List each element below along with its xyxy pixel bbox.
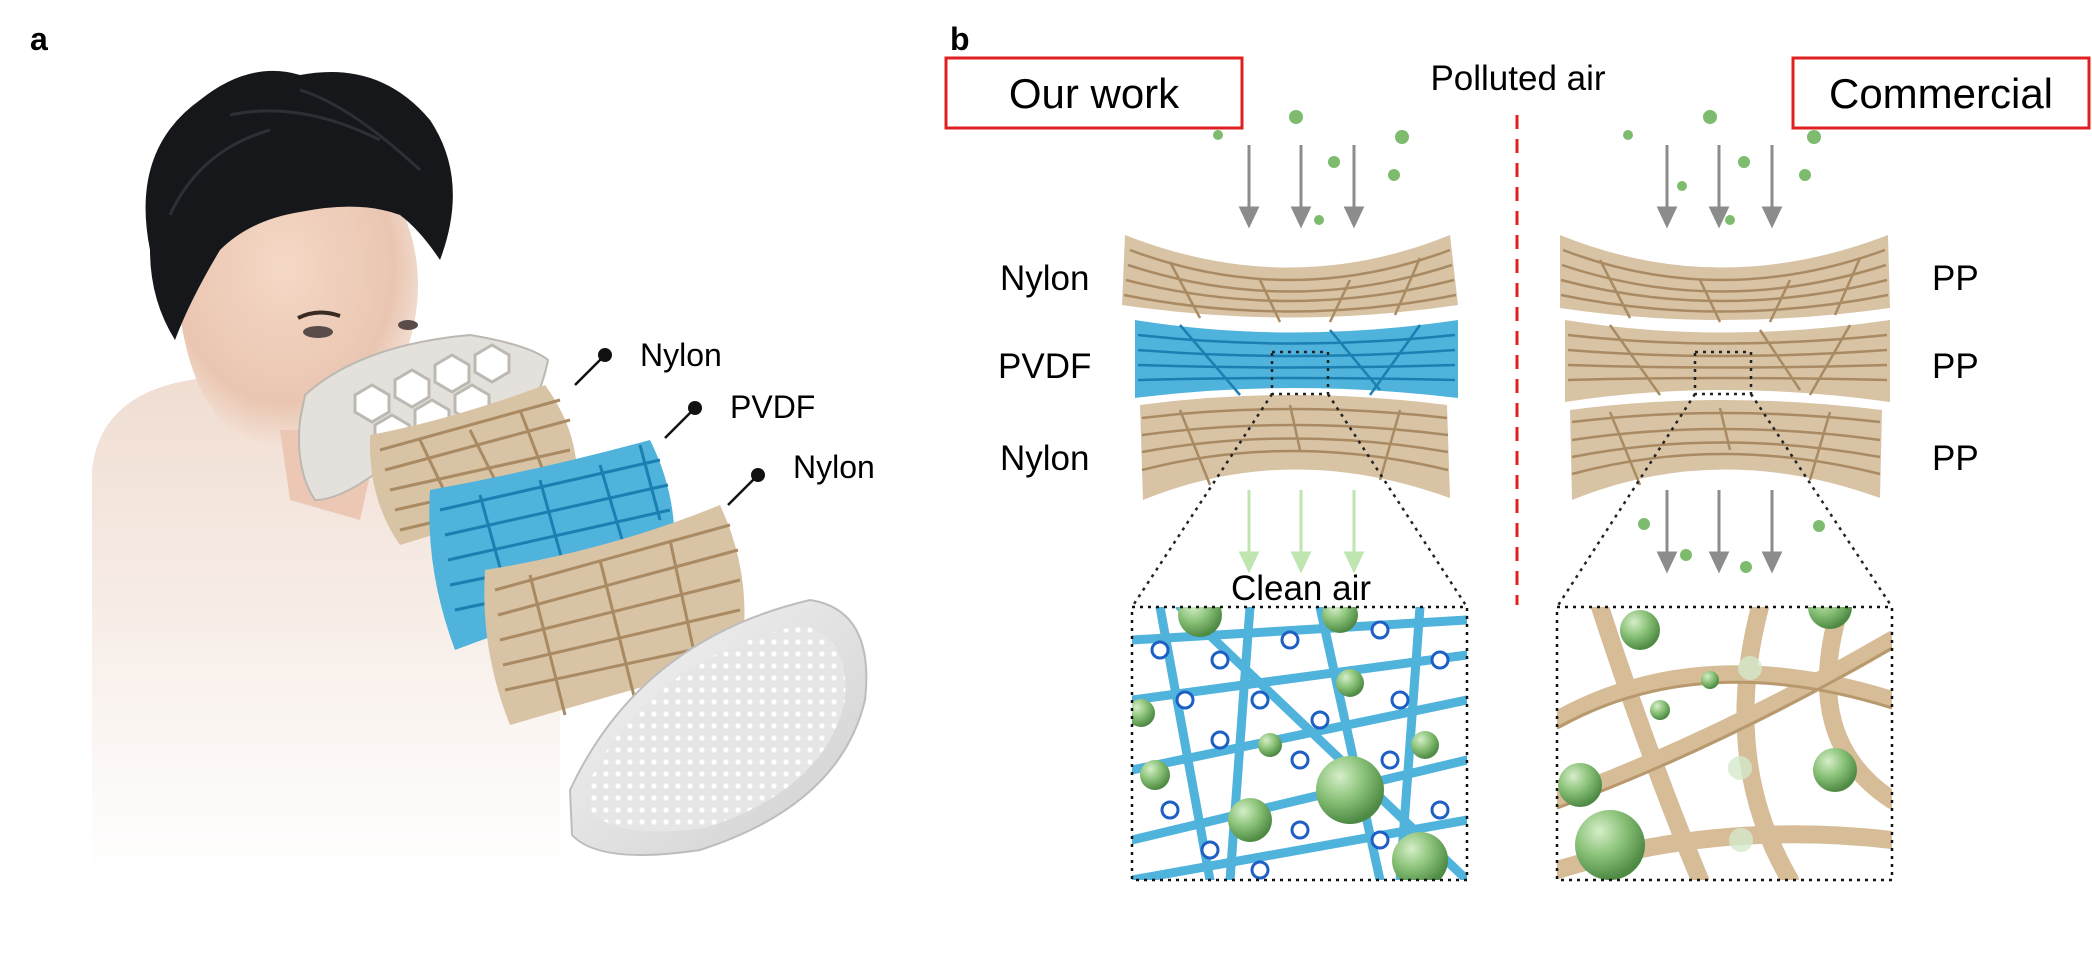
callout-label-nylon-2: Nylon bbox=[793, 449, 875, 485]
polluted-arrows-left bbox=[1238, 145, 1365, 229]
commercial-label: Commercial bbox=[1829, 70, 2053, 117]
left-pvdf-layer bbox=[1135, 320, 1458, 398]
callout-label-nylon-1: Nylon bbox=[640, 337, 722, 373]
pvdf-zoom-inset bbox=[1132, 607, 1467, 880]
polluted-air-label: Polluted air bbox=[1430, 59, 1605, 98]
callout-leaders bbox=[574, 354, 759, 506]
right-layer-label-3: PP bbox=[1932, 439, 1979, 478]
left-layer-label-2: PVDF bbox=[998, 347, 1091, 386]
callout-label-pvdf: PVDF bbox=[730, 389, 815, 425]
pp-zoom-inset bbox=[1557, 607, 1892, 880]
polluted-particles bbox=[1213, 110, 1821, 225]
left-nylon-bottom-layer bbox=[1140, 395, 1450, 500]
callout-dot-nylon-2 bbox=[751, 468, 765, 482]
panel-b-letter: b bbox=[950, 21, 970, 57]
left-layer-label-1: Nylon bbox=[1000, 259, 1089, 298]
commercial-out-arrows bbox=[1656, 490, 1783, 574]
callout-dot-nylon-1 bbox=[598, 348, 612, 362]
callout-dot-pvdf bbox=[688, 401, 702, 415]
passing-particles bbox=[1638, 518, 1825, 573]
right-pp-bottom-layer bbox=[1570, 400, 1882, 500]
zoom-leaders bbox=[1130, 350, 1894, 608]
left-nylon-top-layer bbox=[1122, 235, 1458, 323]
clean-arrows bbox=[1238, 490, 1365, 574]
right-pp-top-layer bbox=[1560, 235, 1890, 323]
panel-a-letter: a bbox=[30, 21, 48, 57]
our-work-label: Our work bbox=[1009, 70, 1180, 117]
right-pp-middle-layer bbox=[1565, 320, 1890, 402]
right-layer-label-1: PP bbox=[1932, 259, 1979, 298]
clean-air-label: Clean air bbox=[1231, 569, 1371, 608]
left-layer-label-3: Nylon bbox=[1000, 439, 1089, 478]
commercial-box bbox=[1791, 56, 2091, 130]
polluted-arrows-right bbox=[1656, 145, 1783, 229]
right-layer-label-2: PP bbox=[1932, 347, 1979, 386]
our-work-box bbox=[944, 56, 1244, 130]
mask-outer-shell bbox=[568, 598, 868, 856]
